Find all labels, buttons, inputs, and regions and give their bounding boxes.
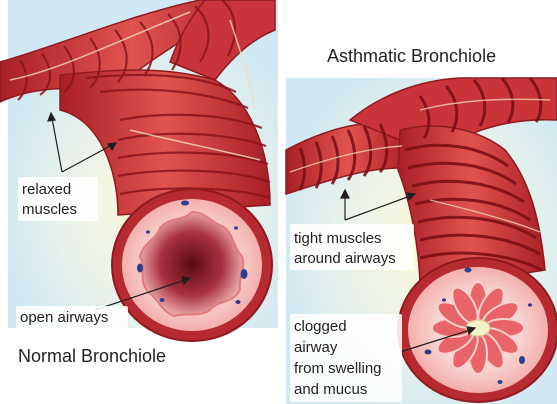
clogged-label-line3: from swelling [294,360,382,377]
clogged-label-line1: clogged [294,318,347,335]
normal-muscles-label-line2: muscles [22,201,77,218]
tight-muscles-label-line1: tight muscles [294,230,382,247]
normal-airway-section [112,189,272,341]
asthmatic-panel: Asthmatic Bronchiole [286,46,557,404]
normal-panel: relaxed muscles open airways Normal Bron… [0,0,278,366]
asthmatic-title: Asthmatic Bronchiole [327,46,496,66]
normal-muscles-label-line1: relaxed [22,181,71,198]
normal-airways-label: open airways [20,309,108,326]
tight-muscles-label-line2: around airways [294,250,396,267]
clogged-label-line2: airway [294,339,338,356]
asthmatic-airway-section [398,258,557,402]
clogged-label-line4: and mucus [294,381,367,398]
normal-title: Normal Bronchiole [18,346,166,366]
